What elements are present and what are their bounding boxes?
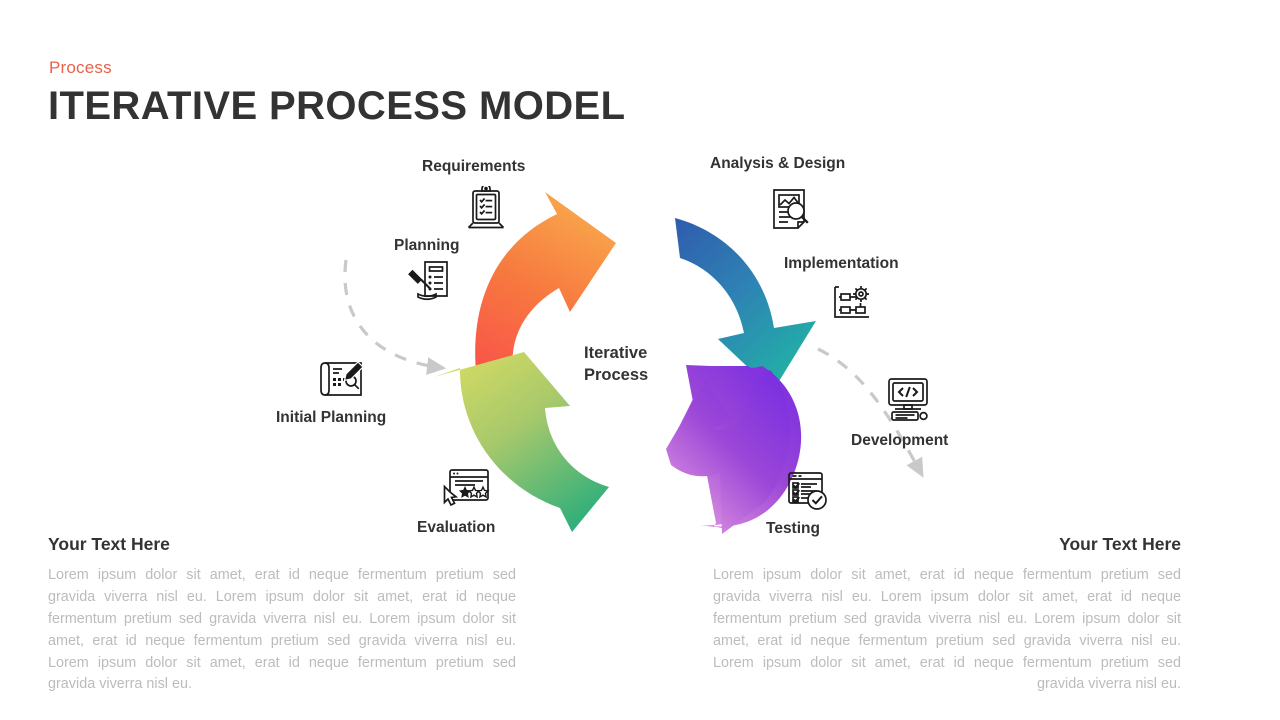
text-block-left-body: Lorem ipsum dolor sit amet, erat id nequ… [48, 567, 516, 693]
stage-label-development: Development [851, 432, 949, 449]
blueprint-pencil-icon [318, 357, 370, 401]
stage-label-initial-planning: Initial Planning [276, 409, 387, 426]
rating-stars-cursor-icon [441, 466, 493, 510]
text-block-left-heading: Your Text Here [48, 534, 170, 554]
purple-arrow [668, 365, 802, 529]
center-caption-line2: Process [584, 365, 649, 384]
purple-arrow-body [682, 366, 784, 528]
stage-label-implementation: Implementation [784, 255, 899, 272]
stage-label-testing: Testing [766, 520, 820, 537]
text-block-right: Your Text Here Lorem ipsum dolor sit ame… [713, 534, 1181, 696]
purple-arrow-head [666, 370, 790, 534]
flowchart-gear-icon [829, 281, 877, 325]
clipboard-checklist-icon [464, 186, 508, 232]
text-block-right-heading: Your Text Here [1059, 534, 1181, 554]
checklist-check-icon [783, 469, 833, 515]
stage-label-requirements: Requirements [422, 158, 526, 175]
page-title: ITERATIVE PROCESS MODEL [48, 84, 626, 128]
stage-label-evaluation: Evaluation [417, 519, 496, 536]
text-block-right-body: Lorem ipsum dolor sit amet, erat id nequ… [713, 567, 1181, 693]
document-magnifier-icon [766, 186, 814, 234]
center-caption: Iterative Process [584, 343, 704, 387]
monitor-code-icon [885, 375, 931, 423]
document-pen-icon [407, 258, 455, 304]
stage-label-analysis-design: Analysis & Design [710, 155, 846, 172]
center-caption-line1: Iterative [584, 344, 648, 362]
eyebrow-label: Process [49, 58, 112, 77]
stage-label-planning: Planning [394, 237, 460, 254]
text-block-left: Your Text Here Lorem ipsum dolor sit ame… [48, 534, 516, 696]
